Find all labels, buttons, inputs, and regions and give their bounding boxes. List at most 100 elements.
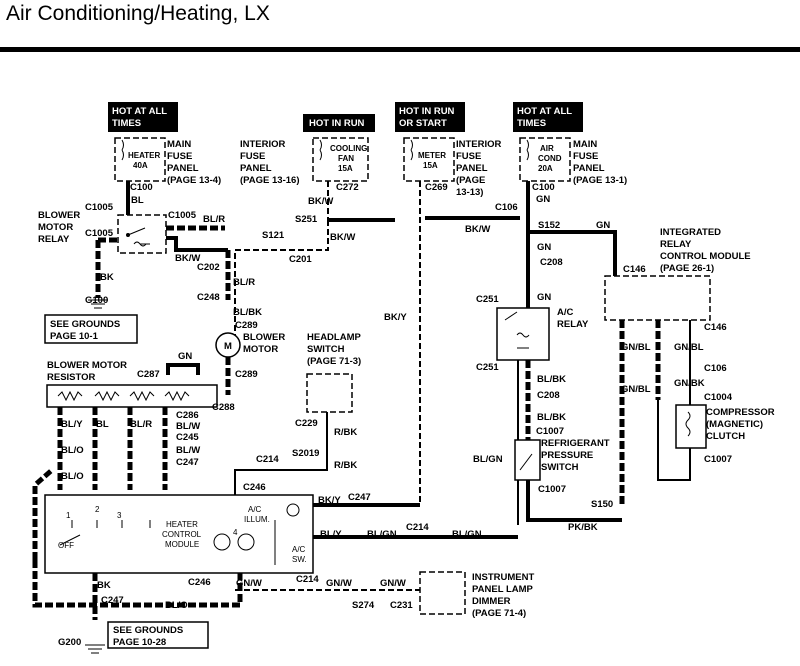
svg-text:PAGE 10-1: PAGE 10-1 — [50, 331, 99, 342]
svg-text:C1005: C1005 — [85, 228, 114, 239]
svg-text:C269: C269 — [425, 182, 448, 193]
svg-text:C1005: C1005 — [168, 210, 197, 221]
svg-text:FUSE: FUSE — [456, 151, 481, 162]
blower-motor-label: BLOWER MOTOR — [243, 332, 285, 355]
svg-text:MOTOR: MOTOR — [243, 344, 278, 355]
svg-text:PRESSURE: PRESSURE — [541, 450, 593, 461]
svg-text:GN/BL: GN/BL — [621, 342, 651, 353]
fuse-heater: HEATER 40A — [114, 137, 166, 182]
svg-text:BL/BK: BL/BK — [537, 412, 566, 423]
svg-text:R/BK: R/BK — [334, 460, 357, 471]
svg-text:REFRIGERANT: REFRIGERANT — [541, 438, 610, 449]
svg-text:BLOWER MOTOR: BLOWER MOTOR — [47, 360, 127, 371]
svg-text:BK/Y: BK/Y — [318, 495, 341, 506]
svg-text:BK/Y: BK/Y — [384, 312, 407, 323]
svg-text:GN: GN — [178, 351, 192, 362]
svg-text:(PAGE 71-3): (PAGE 71-3) — [307, 356, 361, 367]
svg-text:BL/W: BL/W — [176, 445, 200, 456]
svg-text:DIMMER: DIMMER — [472, 596, 511, 607]
svg-text:15A: 15A — [423, 161, 438, 170]
svg-text:BL/GN: BL/GN — [473, 454, 503, 465]
svg-text:BL/O: BL/O — [61, 445, 84, 456]
svg-text:BL/BK: BL/BK — [537, 374, 566, 385]
compressor-label: COMPRESSOR (MAGNETIC) CLUTCH — [706, 407, 775, 442]
svg-text:PANEL LAMP: PANEL LAMP — [472, 584, 534, 595]
refrigerant-pressure-switch — [514, 439, 541, 481]
svg-text:15A: 15A — [338, 164, 353, 173]
svg-text:S2019: S2019 — [292, 448, 319, 459]
svg-text:BK: BK — [97, 580, 111, 591]
svg-text:CONTROL: CONTROL — [162, 530, 202, 539]
hot-label-3: HOT IN RUN OR START — [395, 102, 465, 132]
svg-text:BL/R: BL/R — [233, 277, 255, 288]
svg-text:MODULE: MODULE — [165, 540, 199, 549]
svg-text:C251: C251 — [476, 294, 499, 305]
fuse-panel-label-1: MAIN FUSE PANEL (PAGE 13-4) — [167, 139, 221, 186]
svg-text:METER: METER — [418, 151, 446, 160]
svg-text:AIR: AIR — [540, 144, 554, 153]
svg-text:2: 2 — [95, 505, 100, 514]
svg-text:FUSE: FUSE — [167, 151, 192, 162]
connector-labels: C100 C272 C269 C100 C1005 C1005 C1005 S2… — [58, 182, 733, 648]
svg-text:MAIN: MAIN — [573, 139, 597, 150]
svg-text:C208: C208 — [540, 257, 563, 268]
svg-text:C246: C246 — [243, 482, 266, 493]
svg-text:C1005: C1005 — [85, 202, 114, 213]
see-grounds-box-2: SEE GROUNDS PAGE 10-28 — [107, 621, 209, 649]
svg-text:C245: C245 — [176, 432, 199, 443]
svg-text:C286: C286 — [176, 410, 199, 421]
svg-text:RELAY: RELAY — [557, 319, 589, 330]
svg-text:(PAGE 26-1): (PAGE 26-1) — [660, 263, 714, 274]
svg-text:BLOWER: BLOWER — [38, 210, 80, 221]
svg-text:1: 1 — [66, 511, 71, 520]
blower-motor-resistor — [46, 384, 218, 408]
svg-text:BL/W: BL/W — [176, 421, 200, 432]
svg-text:INTERIOR: INTERIOR — [456, 139, 502, 150]
svg-text:(PAGE 13-16): (PAGE 13-16) — [240, 175, 299, 186]
svg-text:RELAY: RELAY — [38, 234, 70, 245]
svg-text:BL/GN: BL/GN — [367, 529, 397, 540]
svg-text:C289: C289 — [235, 369, 258, 380]
svg-text:C201: C201 — [289, 254, 312, 265]
svg-text:G100: G100 — [85, 295, 108, 306]
svg-text:BL/O: BL/O — [165, 600, 188, 611]
svg-text:SWITCH: SWITCH — [307, 344, 345, 355]
svg-text:MAIN: MAIN — [167, 139, 191, 150]
svg-text:HOT AT ALL: HOT AT ALL — [517, 106, 572, 117]
wire-color-labels: BL BK/W BL/R BK/W BK/W BK/W BL/R BK BL/B… — [61, 194, 705, 611]
svg-text:TIMES: TIMES — [112, 118, 141, 129]
headlamp-switch-label: HEADLAMP SWITCH (PAGE 71-3) — [307, 332, 361, 367]
svg-text:HOT IN RUN: HOT IN RUN — [309, 118, 365, 129]
svg-text:C231: C231 — [390, 600, 413, 611]
svg-text:SEE GROUNDS: SEE GROUNDS — [50, 319, 120, 330]
svg-text:C246: C246 — [188, 577, 211, 588]
svg-text:PANEL: PANEL — [573, 163, 605, 174]
svg-text:CONTROL MODULE: CONTROL MODULE — [660, 251, 751, 262]
svg-text:BK/W: BK/W — [175, 253, 200, 264]
svg-text:PAGE 10-28: PAGE 10-28 — [113, 637, 166, 648]
compressor-clutch — [675, 404, 707, 449]
svg-text:C248: C248 — [197, 292, 220, 303]
svg-text:HEADLAMP: HEADLAMP — [307, 332, 361, 343]
module-positions: 1 2 3 4 OFF — [58, 505, 238, 550]
svg-text:BL/R: BL/R — [130, 419, 152, 430]
svg-text:OR START: OR START — [399, 118, 447, 129]
fuse-meter: METER 15A — [403, 137, 455, 182]
svg-text:C146: C146 — [704, 322, 727, 333]
svg-text:RELAY: RELAY — [660, 239, 692, 250]
svg-text:C146: C146 — [623, 264, 646, 275]
svg-text:SWITCH: SWITCH — [541, 462, 579, 473]
svg-text:M: M — [224, 341, 232, 352]
fuse-panel-label-2: INTERIOR FUSE PANEL (PAGE 13-16) — [240, 139, 299, 186]
svg-text:20A: 20A — [538, 164, 553, 173]
see-grounds-box-1: SEE GROUNDS PAGE 10-1 — [44, 314, 138, 344]
svg-text:GN/W: GN/W — [380, 578, 406, 589]
svg-text:BK: BK — [100, 272, 114, 283]
ac-illum-label: A/C ILLUM. — [244, 505, 270, 524]
svg-text:S251: S251 — [295, 214, 318, 225]
svg-text:4: 4 — [233, 528, 238, 537]
svg-text:C247: C247 — [101, 595, 124, 606]
svg-text:A/C: A/C — [292, 545, 306, 554]
svg-text:COOLING: COOLING — [330, 144, 367, 153]
svg-text:BL/R: BL/R — [203, 214, 225, 225]
